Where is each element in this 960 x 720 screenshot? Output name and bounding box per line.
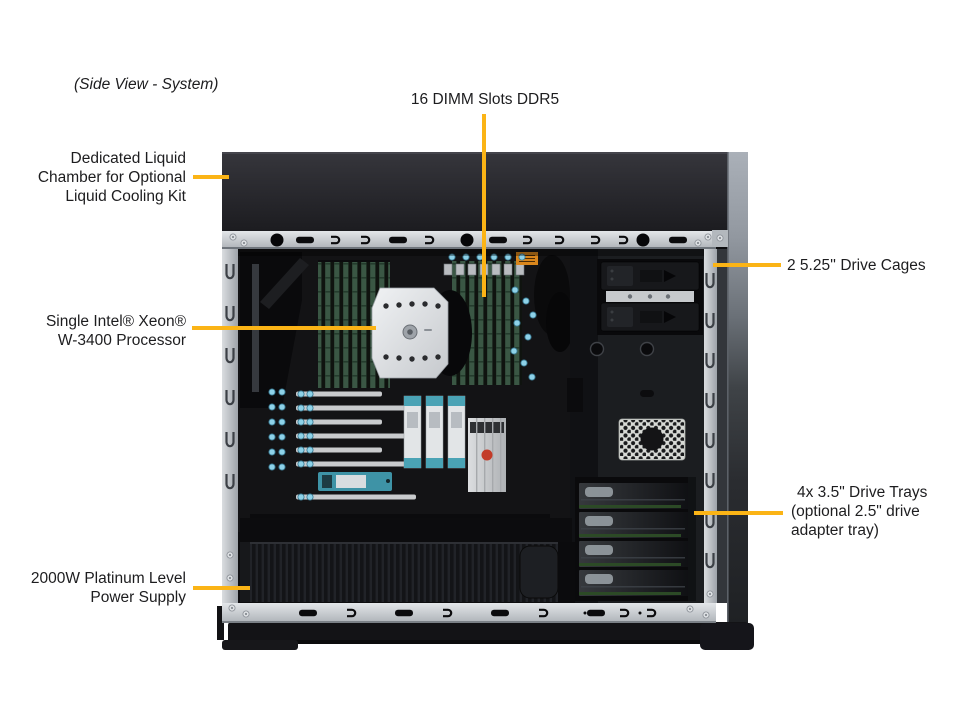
m2-ssd-horizontal (318, 472, 392, 491)
callout-line-dimm (482, 114, 486, 297)
chassis-foot-right (700, 623, 754, 650)
chassis-foot-left (222, 640, 298, 650)
chassis-top-panel (222, 152, 727, 231)
callout-line-drive-cages (713, 263, 781, 267)
power-supply (240, 518, 575, 603)
drive-cages-525 (597, 259, 703, 335)
cpu-cooler (371, 287, 449, 379)
bottom-rail (222, 603, 716, 623)
label-line: adapter tray) (791, 522, 879, 539)
callout-lines (192, 114, 783, 590)
callout-label-dimm: 16 DIMM Slots DDR5 (410, 91, 560, 108)
label-line: Single Intel® Xeon® (45, 313, 186, 330)
callout-line-liquid-chamber (193, 175, 229, 179)
fan-grille (618, 418, 686, 461)
label-line: (optional 2.5" drive (791, 503, 920, 520)
callout-label-liquid-chamber: Dedicated Liquid Chamber for Optional Li… (20, 149, 186, 206)
right-panel (567, 249, 704, 603)
chassis-base (217, 606, 754, 650)
chassis-front-edge (727, 152, 748, 624)
chipset-heatsink (468, 418, 506, 492)
callout-line-cpu (192, 326, 376, 330)
callout-line-drive-trays (694, 511, 783, 515)
motherboard (238, 249, 574, 532)
top-rail (222, 230, 728, 256)
m2-ssds-vertical (403, 395, 466, 469)
label-line: Chamber for Optional (37, 169, 186, 186)
diagram-title: (Side View - System) (74, 76, 219, 93)
label-line: 4x 3.5" Drive Trays (797, 484, 928, 501)
label-line: 2000W Platinum Level (30, 570, 186, 587)
callout-label-cpu: Single Intel® Xeon® W-3400 Processor (20, 312, 186, 350)
drive-trays-35 (575, 477, 696, 601)
label-line: Dedicated Liquid (70, 150, 186, 167)
cable-bundle (534, 255, 574, 352)
right-rail (704, 249, 727, 603)
pcie-slots (296, 391, 416, 500)
callout-label-power-supply: 2000W Platinum Level Power Supply (20, 569, 186, 607)
callout-label-drive-cages: 2 5.25'' Drive Cages (787, 257, 926, 274)
label-line: W-3400 Processor (57, 332, 186, 349)
callout-label-drive-trays: 4x 3.5" Drive Trays (optional 2.5" drive… (791, 483, 927, 540)
left-rail (222, 249, 238, 603)
callout-line-power-supply (193, 586, 250, 590)
label-line: Liquid Cooling Kit (65, 188, 186, 205)
label-line: Power Supply (90, 589, 186, 606)
